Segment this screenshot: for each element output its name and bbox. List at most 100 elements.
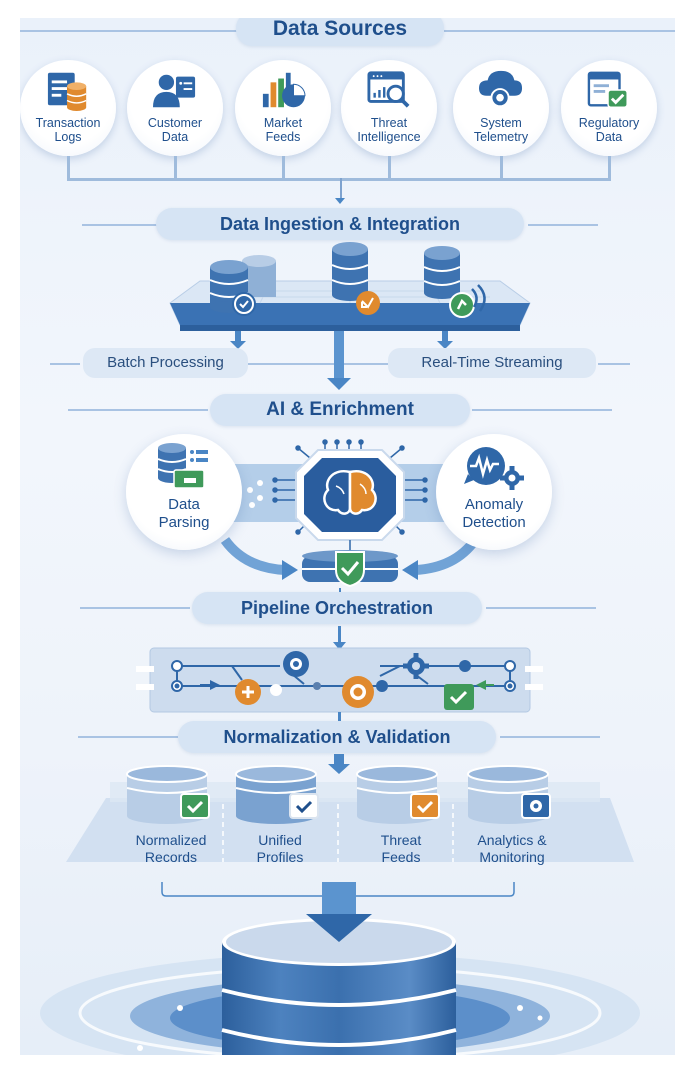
connector-line (67, 156, 70, 180)
node-label: Detection (462, 514, 526, 531)
data-lake-graphic (40, 898, 640, 1055)
node-label: Anomaly (464, 496, 524, 513)
bar-pie-chart-icon (262, 72, 306, 108)
source-label: Transaction (35, 116, 101, 130)
divider-line (248, 363, 400, 365)
database-icon (331, 242, 369, 301)
output-label: Normalized (135, 832, 207, 848)
arrow-left-icon (402, 560, 418, 580)
connector-line (388, 156, 391, 180)
database-parse-icon (157, 443, 208, 489)
document-database-icon (47, 72, 87, 112)
ai-enrichment-graphic (200, 439, 500, 588)
arrow-down-icon (327, 378, 351, 390)
source-label: Feeds (265, 130, 301, 144)
source-label: Regulatory (578, 116, 640, 130)
orange-check-icon (410, 793, 440, 819)
output-store: Analytics &Monitoring (462, 765, 562, 876)
output-label: Records (144, 849, 198, 865)
divider-line (472, 409, 612, 411)
section-title-orchestration: Pipeline Orchestration (192, 592, 482, 624)
source-label: Logs (54, 130, 82, 144)
data-parsing-node: Data Parsing (126, 434, 242, 550)
source-label: Threat (370, 116, 408, 130)
section-title-ai: AI & Enrichment (210, 394, 470, 426)
gear-icon (521, 793, 551, 819)
divider-line (50, 363, 80, 365)
source-label: Data (595, 130, 623, 144)
browser-magnifier-icon (367, 71, 410, 108)
branch-real-time-streaming: Real-Time Streaming (388, 348, 596, 378)
connector-line (67, 178, 611, 181)
source-label: Customer (147, 116, 203, 130)
node-label: Data (168, 496, 200, 513)
connector-line (608, 156, 611, 180)
arrow-down-icon (335, 198, 345, 204)
green-check-icon (180, 793, 210, 819)
connector-line (174, 156, 177, 180)
section-title-normalization: Normalization & Validation (178, 721, 496, 753)
output-label: Threat (380, 832, 422, 848)
divider-line (80, 607, 190, 609)
arrow-right-icon (210, 680, 220, 690)
anomaly-wave-gear-icon (464, 447, 524, 490)
output-label: Unified (258, 832, 302, 848)
user-profile-icon (153, 74, 196, 108)
database-icon (235, 765, 319, 824)
output-label: Feeds (381, 849, 421, 865)
output-label: Monitoring (479, 849, 545, 865)
orchestration-graphic (136, 626, 543, 730)
connector-line (500, 156, 503, 180)
anomaly-detection-node: Anomaly Detection (436, 434, 552, 550)
divider-line (82, 224, 157, 226)
connector-line (340, 178, 342, 200)
divider-line (500, 736, 600, 738)
source-label: System (480, 116, 522, 130)
divider-line (486, 607, 596, 609)
section-title-ingestion: Data Ingestion & Integration (156, 208, 524, 240)
check-node-icon (444, 684, 474, 710)
import-badge-icon (356, 291, 380, 315)
document-check-icon (587, 71, 628, 108)
arrow-right-icon (282, 560, 298, 580)
output-label: Analytics & (477, 832, 547, 848)
divider-line (20, 30, 240, 32)
divider-line (68, 409, 208, 411)
divider-line (598, 363, 630, 365)
validated-database-icon (302, 550, 398, 588)
source-label: Market (263, 116, 303, 130)
white-check-icon (289, 793, 319, 819)
source-label: Intelligence (357, 130, 421, 144)
ingestion-platform (169, 242, 531, 351)
database-icon (126, 765, 210, 824)
arrow-left-icon (476, 680, 486, 690)
section-title-data-sources: Data Sources (236, 18, 444, 46)
gear-node-icon (283, 651, 309, 677)
database-icon (356, 765, 440, 824)
output-label: Profiles (256, 849, 304, 865)
streaming-badge-icon (449, 284, 486, 318)
arrow-down-icon (328, 764, 350, 774)
divider-line (444, 30, 675, 32)
database-icon (467, 765, 551, 824)
source-label: Telemetry (473, 130, 529, 144)
arrow-down-icon (333, 642, 346, 650)
divider-line (78, 736, 178, 738)
arrow-down-icon (230, 341, 246, 349)
branch-batch-processing: Batch Processing (83, 348, 248, 378)
gear-icon (403, 653, 429, 679)
add-node-icon (235, 679, 261, 705)
database-icon (423, 246, 461, 299)
outputs-platform (66, 754, 634, 912)
divider-line (528, 224, 598, 226)
arrow-down-icon (306, 914, 372, 942)
